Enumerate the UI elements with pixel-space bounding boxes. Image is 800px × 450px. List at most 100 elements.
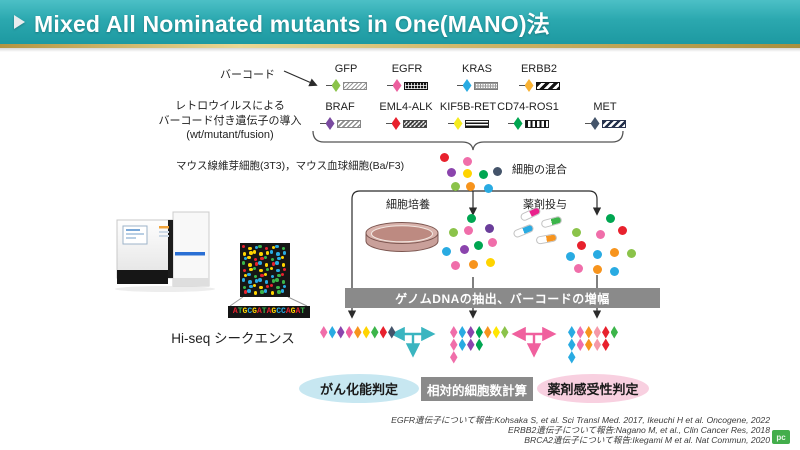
title-bar: Mixed All Nominated mutants in One(MANO)… bbox=[0, 0, 800, 44]
barcode-diamond-icon bbox=[593, 326, 601, 339]
diamond-column bbox=[475, 326, 483, 351]
diamond-column bbox=[585, 326, 593, 351]
retrovirus-line2: バーコード付き遺伝子の導入 bbox=[158, 114, 302, 127]
drugged-cell-dot bbox=[610, 267, 619, 276]
drugged-cell-dot bbox=[596, 230, 605, 239]
mixed-cell-dot bbox=[493, 167, 502, 176]
flowcell-dot bbox=[269, 250, 274, 254]
barcode-cluster-right bbox=[568, 326, 618, 364]
mixed-cell-dot bbox=[451, 182, 460, 191]
gene-cd74-ros1: CD74-ROS1 bbox=[486, 101, 570, 131]
flowcell-dot bbox=[259, 268, 263, 273]
flowcell-dot bbox=[264, 263, 269, 267]
barcode-diamond-icon bbox=[388, 326, 396, 339]
connector-line bbox=[584, 122, 591, 125]
cultured-cell-dot bbox=[442, 247, 451, 256]
gene-gfp: GFP bbox=[304, 63, 388, 93]
flowcell-dot bbox=[275, 278, 279, 282]
barcode-diamond-icon bbox=[585, 338, 593, 351]
gene-diamond-icon bbox=[513, 117, 523, 130]
flowcell-dot bbox=[243, 290, 248, 294]
sequence-base: G bbox=[242, 307, 248, 316]
gene-met: MET bbox=[563, 101, 647, 131]
gene-name: KIF5B-RET bbox=[439, 101, 497, 113]
flowcell-dot bbox=[282, 251, 287, 255]
barcode-diamond-icon bbox=[585, 326, 593, 339]
flowcell-dot bbox=[258, 244, 262, 249]
outcome-transformation-label: がん化能判定 bbox=[319, 382, 398, 397]
barcode-pattern-icon bbox=[403, 81, 428, 90]
flowcell-dot bbox=[254, 245, 259, 250]
drugged-cell-dot bbox=[606, 214, 615, 223]
gene-kras: KRAS bbox=[435, 63, 519, 93]
dna-extraction-bar: ゲノムDNAの抽出、バーコードの増幅 bbox=[345, 288, 660, 308]
reference-line-2: ERBB2遺伝子について報告:Nagano M, et al., Clin Ca… bbox=[508, 425, 770, 435]
capsule-icon bbox=[512, 223, 535, 239]
diamond-column bbox=[379, 326, 387, 339]
gene-kif5b-ret: KIF5B-RET bbox=[426, 101, 510, 131]
flowcell-dot bbox=[265, 267, 270, 272]
barcode-diamond-icon bbox=[484, 326, 492, 339]
flowcell-dot bbox=[281, 246, 286, 251]
flowcell-dot bbox=[248, 246, 252, 251]
gene-glyph bbox=[435, 78, 519, 93]
gene-glyph bbox=[486, 116, 570, 131]
barcode-pattern-icon bbox=[464, 119, 489, 128]
barcode-diamond-icon bbox=[602, 326, 610, 339]
barcode-diamond-icon bbox=[467, 326, 475, 339]
flowcell-dot bbox=[252, 283, 257, 288]
gene-name: KRAS bbox=[462, 63, 492, 75]
barcode-diamond-icon bbox=[362, 326, 370, 339]
gene-diamond-icon bbox=[453, 117, 463, 130]
gene-diamond-icon bbox=[392, 79, 402, 92]
flowcell-dot bbox=[277, 256, 281, 261]
cultured-cell-dot bbox=[486, 258, 495, 267]
drugged-cell-dot bbox=[566, 252, 575, 261]
flowcell-dot bbox=[259, 252, 263, 256]
reference-line-3: BRCA2遺伝子について報告:Ikegami M et al. Nat Comm… bbox=[524, 435, 770, 445]
outcome-drug-sensitivity: 薬剤感受性判定 bbox=[537, 374, 649, 403]
flowcell-dot bbox=[258, 261, 262, 265]
gene-glyph bbox=[563, 116, 647, 131]
flowcell-dot bbox=[264, 280, 269, 284]
barcode-diamond-icon bbox=[475, 326, 483, 339]
flowcell-dot bbox=[260, 290, 264, 294]
cell-types-label: マウス線維芽細胞(3T3)，マウス血球細胞(Ba/F3) bbox=[176, 160, 405, 172]
barcode-diamond-icon bbox=[501, 326, 509, 339]
diamond-column bbox=[484, 326, 492, 339]
flowcell-dot bbox=[249, 267, 253, 272]
mixed-cell-dot bbox=[479, 170, 488, 179]
flowcell-dot bbox=[248, 263, 252, 267]
flowcell-dot bbox=[263, 255, 268, 260]
flowcell-dot bbox=[271, 279, 276, 283]
flowcell-dot bbox=[241, 278, 246, 282]
sequence-base: T bbox=[237, 307, 243, 316]
outcome-cell-count-label: 相対的細胞数計算 bbox=[426, 383, 527, 398]
flowcell-dot bbox=[276, 252, 280, 256]
diamond-column bbox=[568, 326, 576, 364]
barcode-pattern-icon bbox=[524, 119, 549, 128]
sequence-base: G bbox=[290, 307, 296, 316]
flowcell-dot bbox=[282, 284, 287, 289]
flowcell-dot bbox=[270, 291, 275, 295]
cultured-cell-dot bbox=[464, 226, 473, 235]
flowcell-dot bbox=[264, 246, 269, 251]
barcode-diamond-icon bbox=[458, 338, 466, 351]
page-title: Mixed All Nominated mutants in One(MANO)… bbox=[34, 11, 550, 37]
reference-line-1: EGFR遺伝子について報告:Kohsaka S, et al. Sci Tran… bbox=[391, 415, 770, 425]
title-arrow-icon bbox=[14, 15, 25, 29]
connector-line bbox=[319, 122, 326, 125]
barcode-pattern-icon bbox=[535, 81, 560, 90]
gene-diamond-icon bbox=[331, 79, 341, 92]
flowcell-dot bbox=[269, 266, 274, 271]
flowcell-dot bbox=[263, 289, 268, 293]
barcode-diamond-icon bbox=[568, 338, 576, 351]
sequence-base: C bbox=[281, 307, 286, 316]
barcode-diamond-icon bbox=[576, 338, 584, 351]
gene-name: MET bbox=[593, 101, 617, 113]
mixed-cell-dot bbox=[484, 184, 493, 193]
flowcell-dot bbox=[282, 267, 287, 272]
flowcell-dot bbox=[276, 268, 280, 273]
capsule-icon bbox=[535, 233, 558, 245]
